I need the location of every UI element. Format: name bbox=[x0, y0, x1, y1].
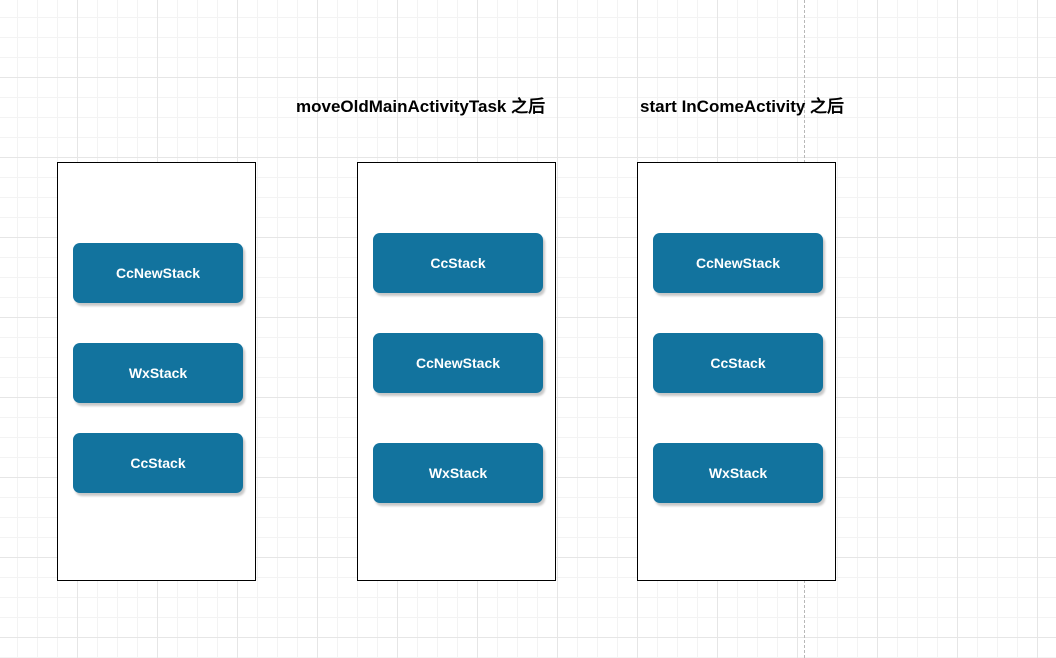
column-heading-2[interactable]: moveOldMainActivityTask 之后 bbox=[296, 97, 546, 116]
stack-box-wxstack[interactable]: WxStack bbox=[73, 343, 243, 403]
stack-column-1[interactable]: CcNewStack WxStack CcStack bbox=[57, 162, 256, 581]
stack-box-ccstack[interactable]: CcStack bbox=[73, 433, 243, 493]
stack-column-2[interactable]: CcStack CcNewStack WxStack bbox=[357, 162, 556, 581]
stack-box-ccnewstack[interactable]: CcNewStack bbox=[373, 333, 543, 393]
stack-box-ccstack[interactable]: CcStack bbox=[653, 333, 823, 393]
column-heading-3[interactable]: start InComeActivity 之后 bbox=[640, 97, 845, 116]
stack-box-ccnewstack[interactable]: CcNewStack bbox=[653, 233, 823, 293]
stack-column-3[interactable]: CcNewStack CcStack WxStack bbox=[637, 162, 836, 581]
stack-box-ccnewstack[interactable]: CcNewStack bbox=[73, 243, 243, 303]
stack-box-wxstack[interactable]: WxStack bbox=[653, 443, 823, 503]
stack-box-wxstack[interactable]: WxStack bbox=[373, 443, 543, 503]
stack-box-ccstack[interactable]: CcStack bbox=[373, 233, 543, 293]
